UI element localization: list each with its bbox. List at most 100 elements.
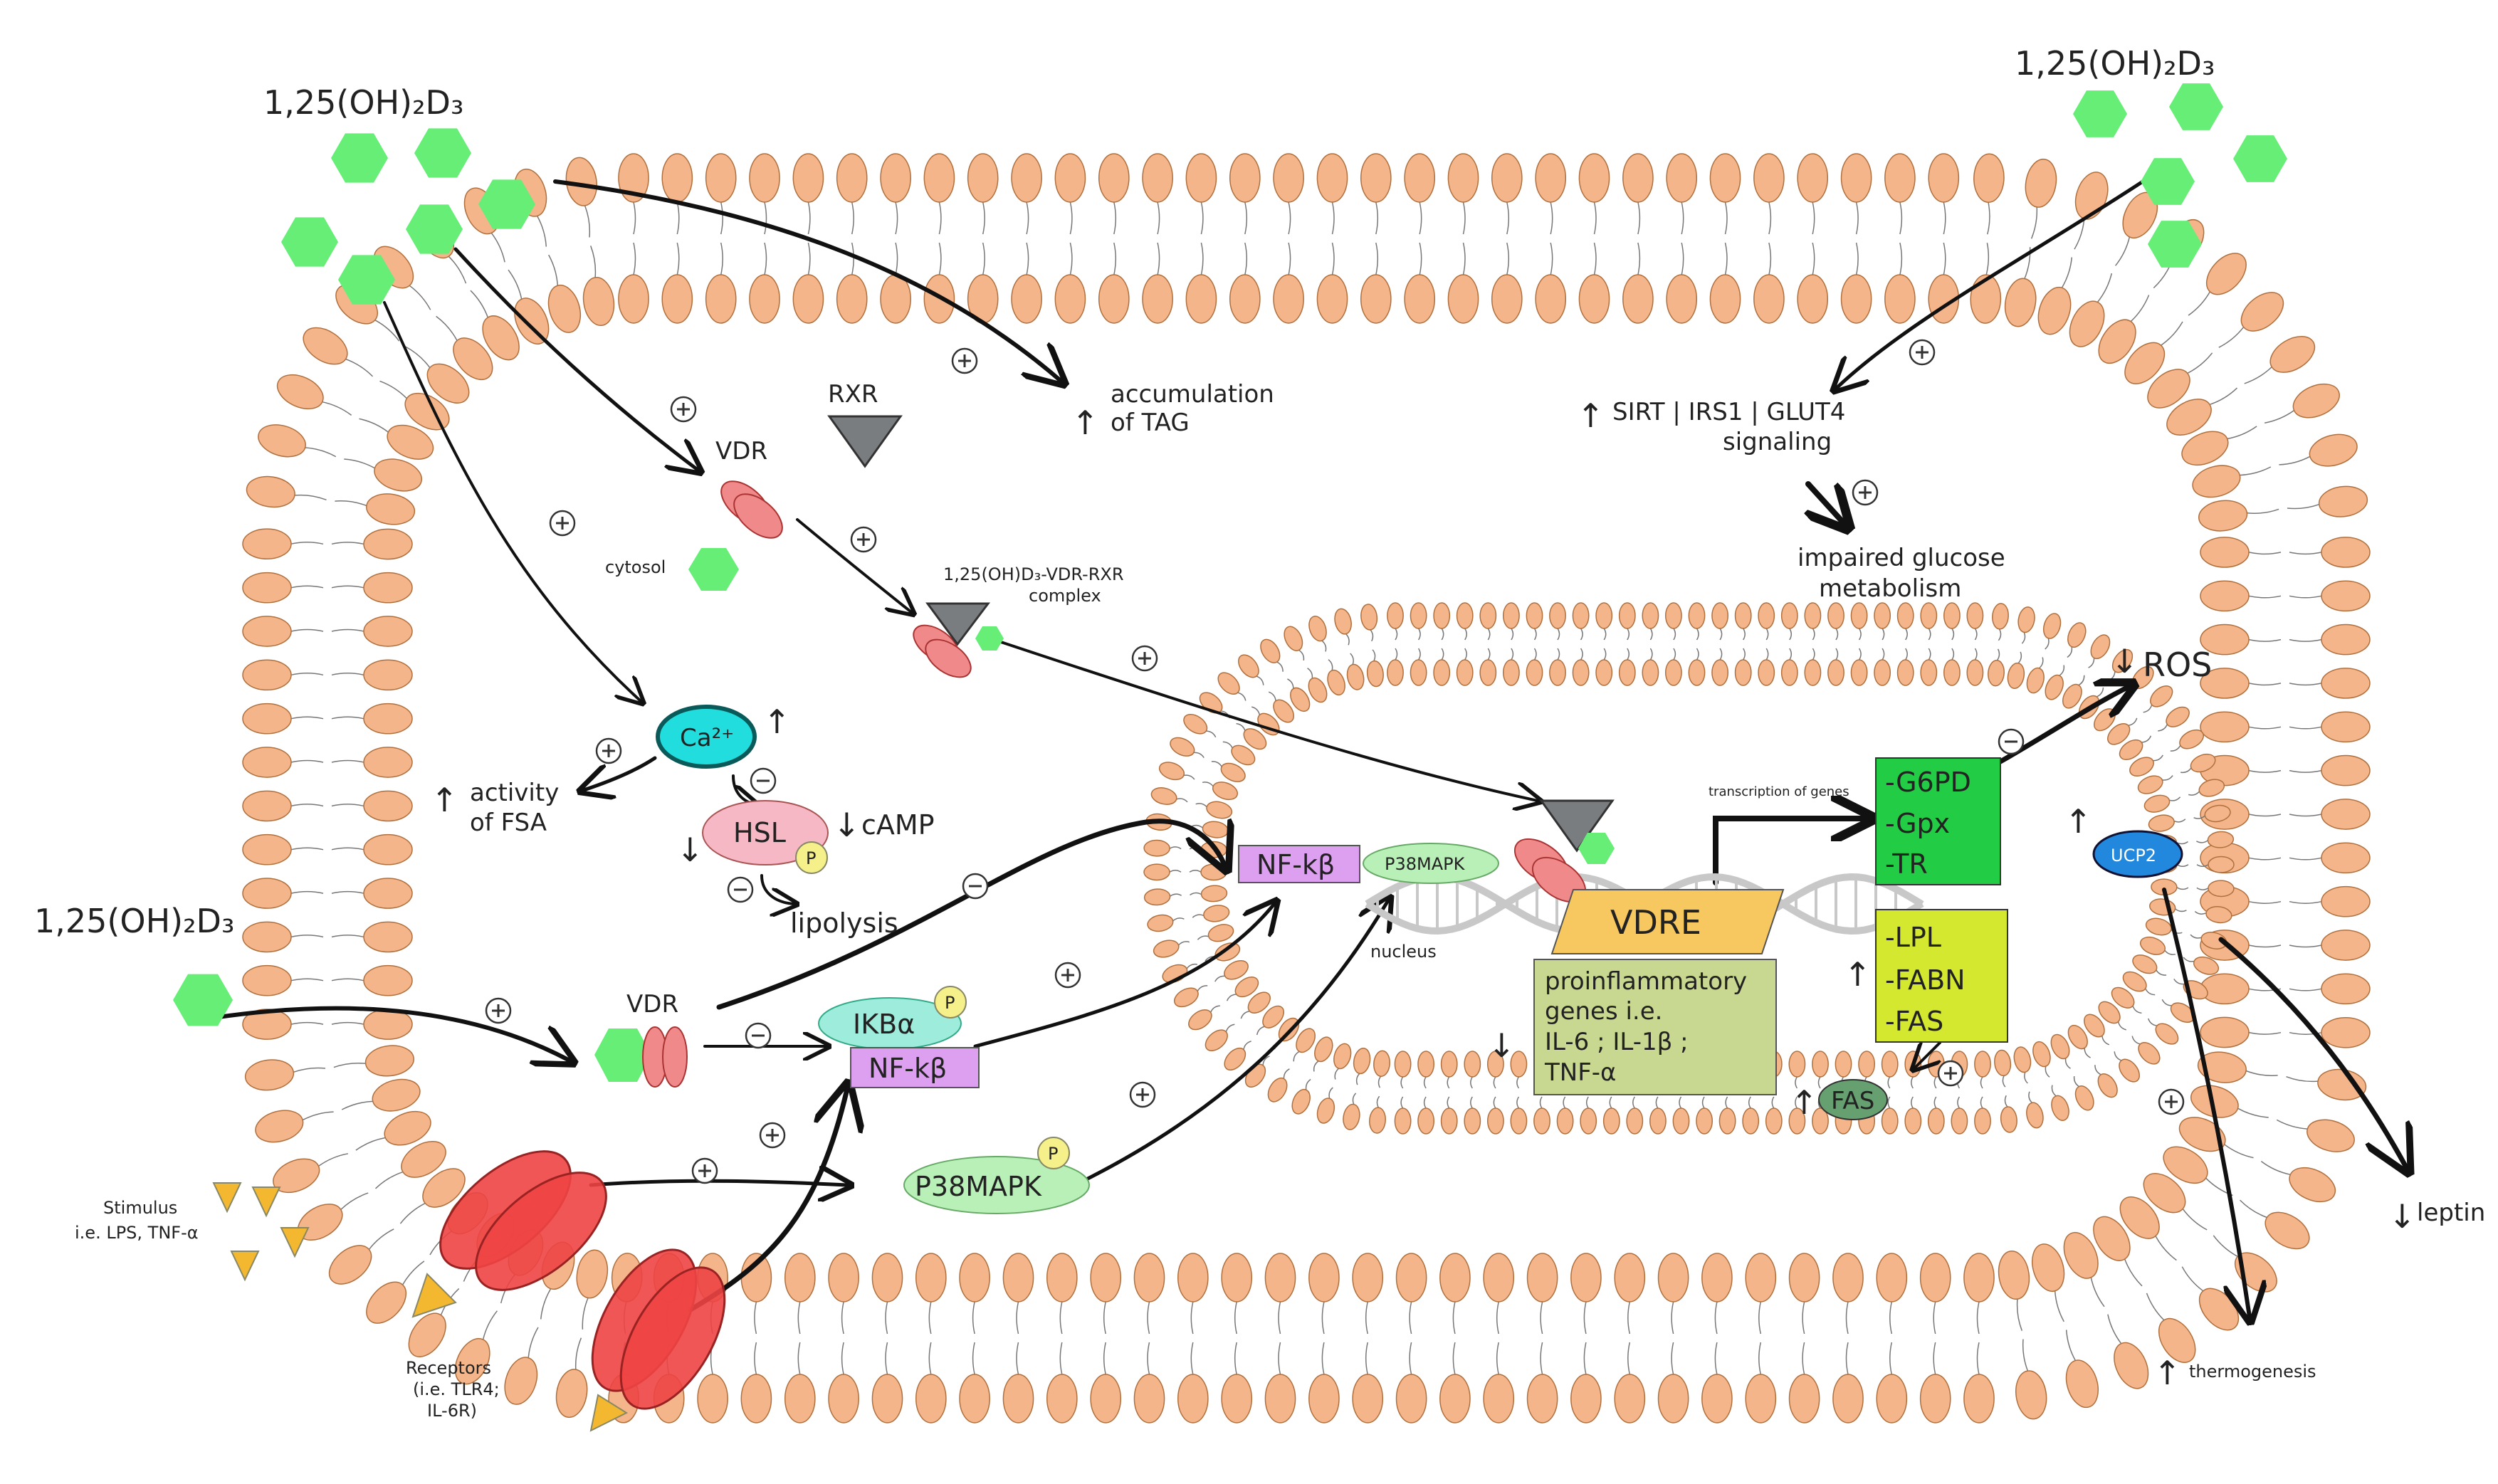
g6pd-line-3: -TR (1885, 848, 1928, 880)
lpl-line-3: -FAS (1885, 1006, 1943, 1037)
minus-sign-icon (727, 876, 754, 903)
thermogenesis-label: thermogenesis (2189, 1362, 2316, 1382)
complex-label-line2: complex (1029, 586, 1101, 606)
arrow-ligand-to-calcium (383, 301, 641, 701)
genes-line-2: genes i.e. (1545, 997, 1662, 1026)
complex-label-line1: 1,25(OH)D₃-VDR-RXR (943, 564, 1124, 584)
ligand-label-top-left: 1,25(OH)₂D₃ (263, 83, 463, 122)
arrow-vdr-to-complex (796, 518, 911, 612)
phosphate-label-hsl: P (806, 848, 816, 868)
ucp2-up-arrow: ↑ (2064, 802, 2092, 841)
activity-label-line1: activity (470, 779, 559, 807)
arrow-lpl-to-fas (1915, 1041, 1941, 1068)
hsl-oval (702, 800, 829, 865)
ligand-hexagon-icon (478, 179, 535, 229)
transcription-label: transcription of genes (1709, 784, 1849, 799)
ligand-hexagon-icon (2148, 221, 2202, 268)
ucp2-oval (2092, 830, 2183, 878)
minus-sign-icon (962, 873, 989, 900)
stimulus-triangle-group (212, 1182, 310, 1282)
ligand-hexagon-icon (688, 548, 739, 591)
plus-sign-icon (1131, 645, 1158, 672)
arrow-vdr-to-nfkb-nucleus (716, 821, 1224, 1010)
arrow-ligand-to-vdr (453, 247, 698, 470)
arrow-p38-to-nucleus (1080, 900, 1388, 1184)
rxr-label: RXR (828, 380, 878, 409)
vdr-receptor-icon (720, 480, 783, 539)
genes-down-arrow: ↓ (1488, 1026, 1516, 1065)
thermogenesis-up-arrow: ↑ (2153, 1354, 2181, 1392)
ligand-group (173, 83, 2287, 1026)
ligand-hexagon-icon (406, 204, 463, 254)
vdr-label-bottom: VDR (626, 990, 678, 1019)
ligand-label-left: 1,25(OH)₂D₃ (34, 902, 234, 940)
vdre-box (1550, 889, 1785, 954)
vdr-label-top: VDR (715, 437, 767, 465)
plus-sign-icon (691, 1157, 718, 1184)
ligand-hexagon-icon (2169, 83, 2223, 130)
nfkb-nucleus-box (1238, 845, 1360, 883)
calcium-label: Ca²⁺ (680, 724, 734, 752)
p38-nucleus-label: P38MAPK (1385, 854, 1466, 874)
plus-sign-icon (850, 526, 877, 553)
leptin-down-arrow: ↓ (2388, 1197, 2416, 1236)
receptor-channel-icon (589, 1248, 726, 1432)
accumulation-label-line2: of TAG (1111, 409, 1190, 437)
g6pd-line-1: -G6PD (1885, 767, 1971, 798)
phosphate-label-ikba: P (945, 993, 955, 1013)
calcium-oval (656, 705, 757, 769)
plus-sign-icon (2158, 1088, 2185, 1115)
fas-label: FAS (1831, 1087, 1874, 1115)
genes-line-1: proinflammatory (1545, 967, 1747, 996)
phosphate-group (795, 841, 1070, 1169)
lpl-line-1: -LPL (1885, 922, 1941, 953)
p38-cyto-label: P38MAPK (915, 1171, 1042, 1202)
impaired-label-line1: impaired glucose (1798, 544, 2005, 572)
arrow-signaling-to-glucose (1808, 481, 1844, 523)
ligand-hexagon-icon (338, 255, 395, 305)
lpl-box (1875, 909, 2008, 1043)
plus-sign-icon (1852, 479, 1879, 506)
nfkb-cyto-box (850, 1047, 980, 1088)
hsl-down-arrow: ↓ (676, 831, 704, 869)
accumulation-up-arrow: ↑ (1071, 404, 1099, 442)
plus-sign-icon (1909, 339, 1936, 366)
receptors-label-line3: IL-6R) (427, 1401, 477, 1421)
camp-down-arrow: ↓ (833, 806, 861, 844)
ucp2-label: UCP2 (2111, 846, 2156, 865)
plus-sign-icon (1937, 1060, 1964, 1087)
g6pd-box (1875, 757, 2001, 885)
rxr-triangle-icon (827, 415, 903, 468)
arrows (211, 179, 2406, 1317)
phosphate-label-p38: P (1048, 1144, 1058, 1164)
ligand-hexagon-icon (2073, 90, 2127, 137)
receptors-label-line1: Receptors (406, 1358, 491, 1378)
stimulus-triangle-icon (280, 1227, 310, 1258)
plus-sign-icon (1129, 1081, 1156, 1108)
lpl-line-2: -FABN (1885, 964, 1966, 996)
ikba-label: IKBα (853, 1009, 915, 1040)
ligand-hexagon-icon (281, 217, 338, 267)
minus-sign-icon (750, 767, 777, 794)
signaling-label-line2: signaling (1723, 428, 1832, 456)
ligand-hexagon-icon (173, 974, 233, 1026)
plus-sign-icon (595, 737, 622, 764)
arrow-hsl-to-lipolysis (760, 874, 794, 904)
vdre-label: VDRE (1610, 903, 1701, 942)
cell-membrane (242, 153, 2371, 1424)
nfkb-nucleus-label: NF-kβ (1256, 849, 1335, 880)
g6pd-line-2: -Gpx (1885, 808, 1950, 839)
ligand-hexagon-icon (2141, 158, 2195, 205)
signaling-up-arrow: ↑ (1577, 396, 1605, 435)
leptin-label: leptin (2417, 1199, 2485, 1227)
arrow-calcium-to-fsa (584, 756, 657, 790)
vdr-ligand-bound-icon (594, 1026, 688, 1088)
plus-sign-icon (549, 510, 576, 537)
ros-label: ROS (2143, 646, 2212, 684)
ligand-hexagon-icon (414, 128, 471, 178)
stimulus-triangle-icon (212, 1182, 242, 1214)
activity-label-line2: of FSA (470, 809, 547, 837)
stimulus-triangle-icon (251, 1186, 281, 1218)
phosphate-icon (934, 986, 967, 1019)
plus-sign-icon (670, 396, 697, 423)
